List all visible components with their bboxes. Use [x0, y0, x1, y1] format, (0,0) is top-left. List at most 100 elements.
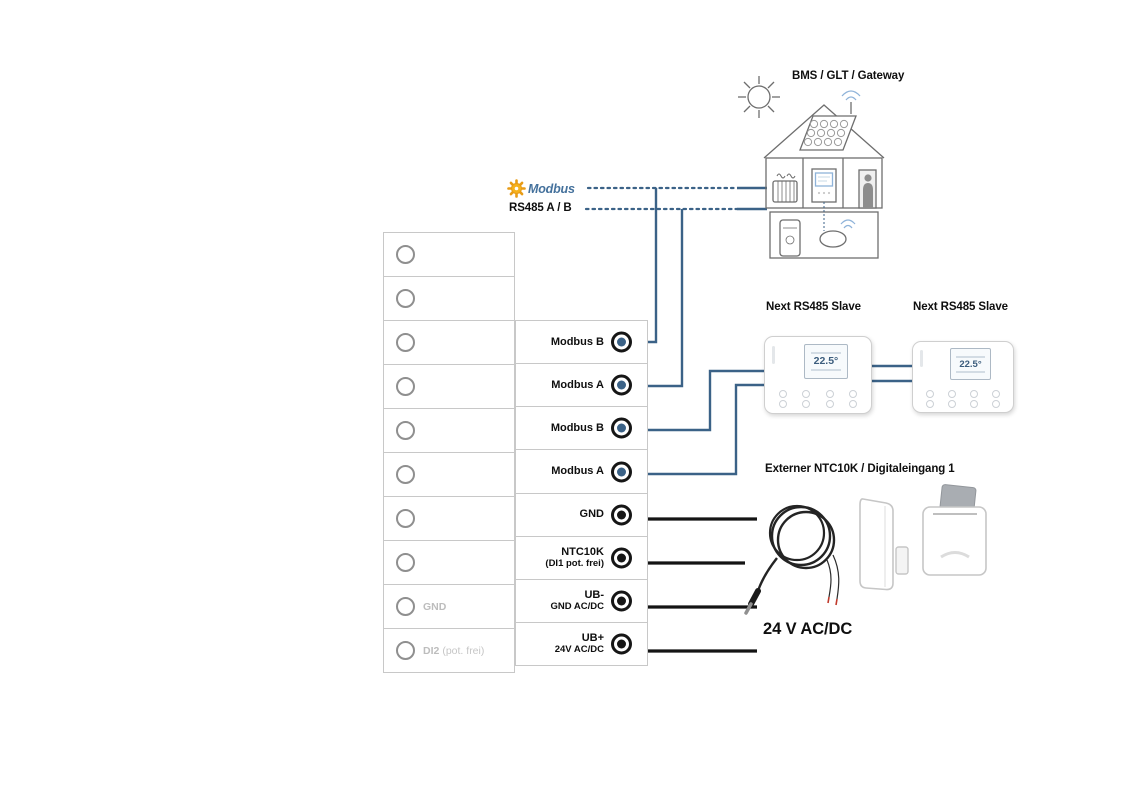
solar-panel-icon [799, 115, 857, 151]
thermostat-button [825, 400, 834, 409]
rs485-slave-thermostat-1: 22.5° [764, 336, 872, 414]
voltage-label: 24 V AC/DC [763, 620, 853, 638]
thermostat-button [802, 400, 811, 409]
thermostat-button [948, 399, 956, 408]
person-doorway-icon [858, 169, 877, 209]
thermostat-button [849, 400, 858, 409]
signal-power-wires [632, 517, 757, 653]
thermostat-temperature: 22.5° [959, 358, 982, 370]
modbus-gear-icon [507, 179, 526, 198]
screw-terminal-circle [396, 377, 415, 396]
thermostat-button [970, 399, 978, 408]
terminal-connector-circle [611, 417, 632, 439]
thermostat-button [970, 390, 978, 398]
thermostat-button [802, 389, 811, 398]
terminal-label: GND [579, 508, 604, 521]
thermostat-button [926, 399, 934, 408]
screw-terminal-circle [396, 641, 415, 660]
externer-ntc10k-label: Externer NTC10K / Digitaleingang 1 [765, 463, 955, 475]
terminal-block-left-column: GND DI2(pot. frei) [383, 232, 515, 673]
terminal-block-right-column: Modbus B Modbus A Modbus B Modbus A GND … [515, 320, 648, 666]
terminal-label: UB- [584, 589, 604, 602]
terminal-row-10: DI2(pot. frei) [384, 629, 514, 672]
thermostat-logo-mark [920, 350, 923, 368]
thermostat-button [992, 399, 1000, 408]
screw-terminal-circle [396, 245, 415, 264]
terminal-sublabel: GND AC/DC [550, 600, 604, 612]
thermostat-button [926, 390, 934, 398]
terminal-block: GND DI2(pot. frei) Modbus B Modbus A Mod… [383, 232, 648, 673]
terminal-row-5 [384, 409, 514, 453]
terminal-row-1 [384, 233, 514, 277]
terminal-connector-circle [611, 547, 632, 569]
thermostat-button-row [926, 399, 1000, 408]
next-rs485-slave-label-1: Next RS485 Slave [766, 301, 861, 313]
terminal-row-label: GND [423, 600, 447, 613]
terminal-row-8 [384, 541, 514, 585]
terminal-row-4 [384, 365, 514, 409]
thermostat-display: 22.5° [950, 348, 991, 381]
terminal-sublabel: 24V AC/DC [554, 643, 604, 655]
screw-terminal-circle [396, 465, 415, 484]
radiator-icon [772, 173, 798, 203]
screw-terminal-circle [396, 421, 415, 440]
thermostat-button [849, 389, 858, 398]
terminal-connector-circle [611, 633, 632, 655]
thermostat-button [778, 389, 787, 398]
terminal-row-label: DI2(pot. frei) [423, 644, 485, 657]
screw-terminal-circle [396, 597, 415, 616]
terminal-row-6 [384, 453, 514, 497]
door-window-contact-icon [859, 498, 909, 591]
ntc10k-sensor-cable [744, 504, 840, 615]
sun-icon [738, 76, 780, 118]
next-rs485-slave-label-2: Next RS485 Slave [913, 301, 1008, 313]
display-status-bar [811, 352, 841, 355]
terminal-connector-circle [611, 461, 632, 483]
display-icon-bar [956, 371, 985, 374]
terminal-connector-circle [611, 374, 632, 396]
screw-terminal-circle [396, 333, 415, 352]
thermostat-display: 22.5° [804, 343, 848, 379]
terminal-ub-plus: UB+ 24V AC/DC [515, 621, 648, 666]
terminal-label: Modbus A [551, 465, 604, 478]
screw-terminal-circle [396, 553, 415, 572]
thermostat-logo-mark [772, 346, 776, 365]
thermostat-temperature: 22.5° [813, 355, 839, 368]
screw-terminal-circle [396, 289, 415, 308]
terminal-modbus-a-2: Modbus A [515, 449, 648, 494]
terminal-ntc10k: NTC10K (DI1 pot. frei) [515, 535, 648, 580]
thermostat-button-row [778, 400, 858, 409]
thermostat-button [948, 390, 956, 398]
boiler-icon [779, 219, 801, 257]
smart-home-illustration [738, 76, 885, 259]
cloud-gateway-icon [819, 219, 856, 248]
terminal-row-9: GND [384, 585, 514, 629]
thermostat-button-row [778, 389, 858, 398]
terminal-connector-circle [611, 590, 632, 612]
terminal-label: Modbus A [551, 379, 604, 391]
terminal-label: Modbus B [550, 335, 604, 348]
terminal-row-2 [384, 277, 514, 321]
terminal-sublabel: (DI1 pot. frei) [545, 557, 604, 569]
terminal-gnd: GND [515, 492, 648, 537]
wifi-antenna-icon [841, 90, 861, 114]
terminal-connector-circle [611, 504, 632, 526]
rs485-slave-thermostat-2: 22.5° [912, 341, 1014, 413]
wall-thermostat-icon [811, 168, 837, 203]
thermostat-button [992, 390, 1000, 398]
thermostat-button [778, 400, 787, 409]
terminal-row-3 [384, 321, 514, 365]
rs485-wires [632, 186, 914, 476]
terminal-row-7 [384, 497, 514, 541]
keycard-switch-icon [922, 484, 987, 576]
screw-terminal-circle [396, 509, 415, 528]
rs485-label: RS485 A / B [509, 202, 572, 214]
thermostat-button [825, 389, 834, 398]
terminal-modbus-b-1: Modbus B [515, 320, 648, 365]
terminal-label: NTC10K [561, 546, 604, 559]
terminal-ub-minus: UB- GND AC/DC [515, 578, 648, 623]
display-status-bar [956, 355, 985, 358]
modbus-bus-dotted-lines [584, 186, 739, 211]
